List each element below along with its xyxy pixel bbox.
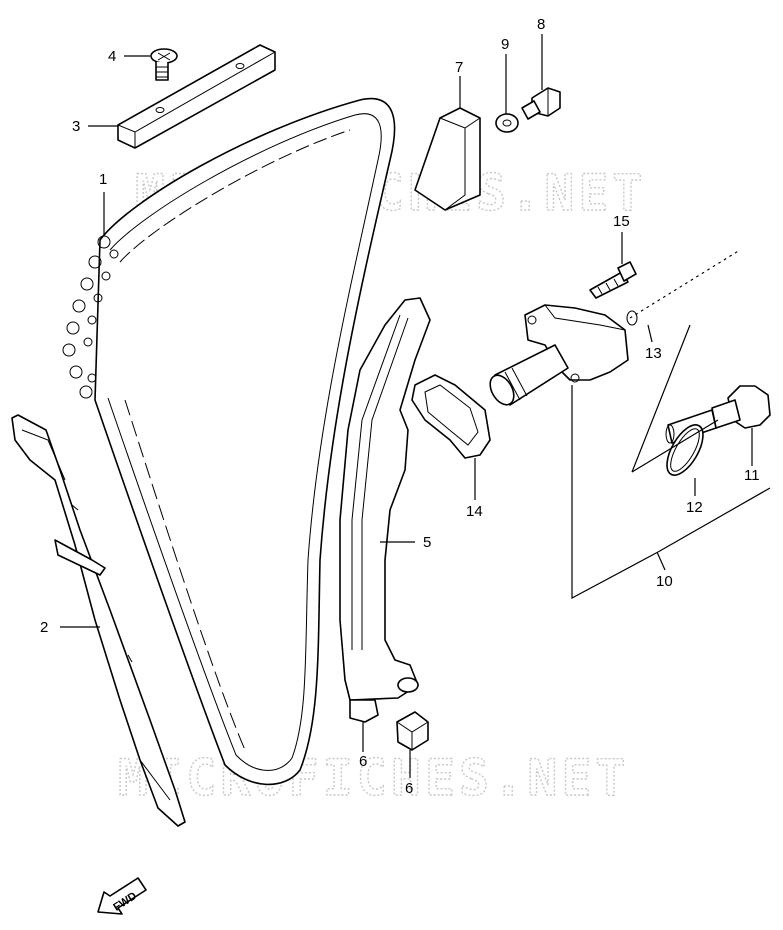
cam-chain[interactable] — [62, 97, 396, 786]
callout-13: 13 — [645, 345, 662, 362]
callout-11: 11 — [744, 467, 760, 484]
assembly-bracket-edges — [631, 324, 771, 553]
assembly-bracket-10 — [571, 385, 719, 600]
damper-a[interactable] — [349, 699, 379, 723]
callout-8: 8 — [537, 16, 545, 33]
bolt-8[interactable] — [521, 87, 561, 120]
callout-6b: 6 — [405, 780, 413, 797]
damper-b[interactable] — [396, 711, 429, 751]
callout-3: 3 — [72, 118, 80, 135]
chain-guide-rear[interactable] — [11, 414, 186, 827]
cushion-block[interactable] — [414, 107, 481, 211]
callout-12: 12 — [686, 499, 703, 516]
callout-5: 5 — [423, 534, 431, 551]
washer-9[interactable] — [495, 113, 519, 133]
tensioner-assembly[interactable] — [485, 304, 629, 409]
screw[interactable] — [150, 48, 178, 81]
callout-4: 4 — [108, 48, 116, 65]
guide-plate[interactable] — [117, 44, 276, 149]
fwd-direction-arrow: FWD — [97, 877, 147, 915]
watermark-lower: MICROFICHES.NET — [118, 749, 630, 807]
tensioner-gasket[interactable] — [411, 374, 491, 459]
callout-9: 9 — [501, 36, 509, 53]
callout-14: 14 — [466, 503, 483, 520]
callout-2: 2 — [40, 619, 48, 636]
callout-1: 1 — [99, 171, 107, 188]
callout-15: 15 — [613, 213, 630, 230]
callout-7: 7 — [455, 59, 463, 76]
tensioner-spring[interactable] — [626, 249, 741, 326]
leader-lines — [60, 34, 753, 778]
callout-6a: 6 — [359, 753, 367, 770]
bolt-15[interactable] — [589, 261, 637, 299]
chain-links — [62, 235, 119, 399]
callout-10: 10 — [656, 573, 673, 590]
o-ring[interactable] — [660, 419, 711, 480]
chain-guide-front[interactable] — [339, 297, 431, 701]
